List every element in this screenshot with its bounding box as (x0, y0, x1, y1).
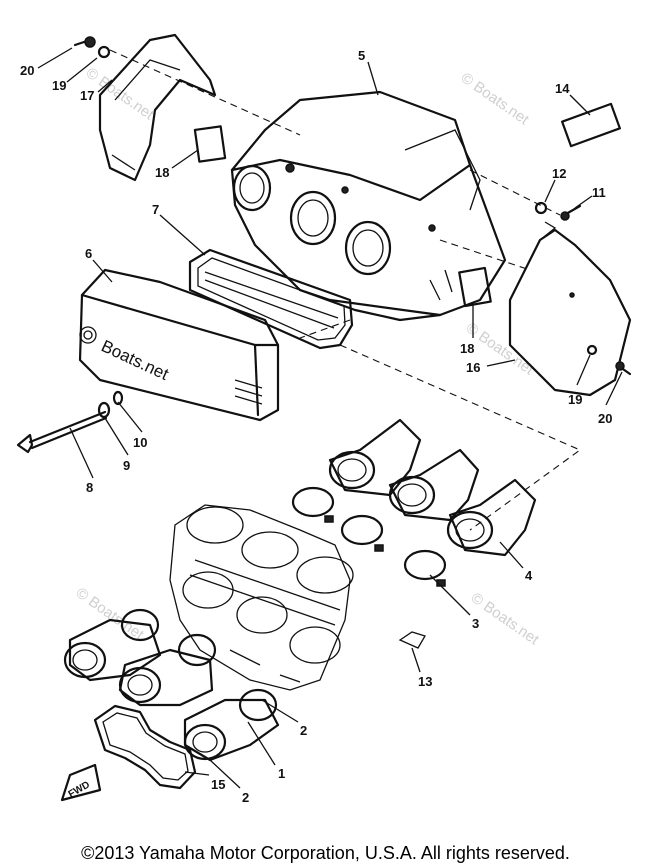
reference-line (109, 49, 301, 136)
air-cleaner-case (230, 90, 507, 322)
part-label: 7 (152, 202, 159, 217)
throttle-link (398, 631, 426, 649)
part-label: 13 (418, 674, 432, 689)
reference-line (339, 344, 582, 531)
grommet (97, 45, 111, 59)
gasket (93, 704, 197, 790)
part-label: 20 (598, 411, 612, 426)
part-label: 3 (472, 616, 479, 631)
part-label: 19 (52, 78, 66, 93)
side-cover-right (508, 221, 632, 397)
part-label: 9 (123, 458, 130, 473)
leader-lines (37, 47, 623, 789)
part-label: 19 (568, 392, 582, 407)
washer (97, 401, 111, 419)
part-label: 10 (133, 435, 147, 450)
grommet (586, 344, 598, 356)
cover-pad (561, 102, 621, 148)
part-label: 15 (211, 777, 225, 792)
grommet (534, 201, 548, 215)
part-label: 11 (592, 185, 606, 200)
part-label: 6 (85, 246, 92, 261)
part-label: 20 (20, 63, 34, 78)
side-cover-left (98, 33, 217, 182)
clamps (291, 486, 447, 587)
part-label: 2 (242, 790, 249, 805)
damper-block (458, 266, 492, 308)
screw (615, 361, 632, 376)
fwd-label: FWD (67, 779, 92, 800)
watermark: © Boats.net (73, 584, 148, 643)
parts-diagram: © Boats.net © Boats.net © Boats.net © Bo… (16, 33, 632, 805)
part-label: 12 (552, 166, 566, 181)
copyright-notice: ©2013 Yamaha Motor Corporation, U.S.A. A… (81, 843, 570, 863)
damper-block (193, 125, 227, 163)
part-label: 4 (525, 568, 533, 583)
carburetor-assembly (169, 504, 354, 691)
air-cleaner-cover: Boats.net (78, 268, 280, 422)
reference-line (439, 239, 531, 271)
wing-bolt (16, 410, 108, 454)
screw (560, 204, 582, 221)
washer (112, 390, 124, 406)
watermark: © Boats.net (458, 69, 533, 128)
part-label: 1 (278, 766, 285, 781)
part-label: 18 (460, 341, 474, 356)
reference-line (469, 169, 561, 216)
intake-joints (328, 418, 537, 557)
fwd-arrow-icon: FWD (60, 763, 102, 802)
part-label: 8 (86, 480, 93, 495)
part-label: 5 (358, 48, 365, 63)
boats-net-logo-text: Boats.net (98, 336, 171, 384)
part-label: 2 (300, 723, 307, 738)
part-label: 18 (155, 165, 169, 180)
screw (73, 36, 96, 48)
reference-line (299, 319, 351, 339)
part-label: 17 (80, 88, 94, 103)
part-label: 16 (466, 360, 480, 375)
carb-joints (63, 608, 280, 762)
part-label: 14 (555, 81, 570, 96)
